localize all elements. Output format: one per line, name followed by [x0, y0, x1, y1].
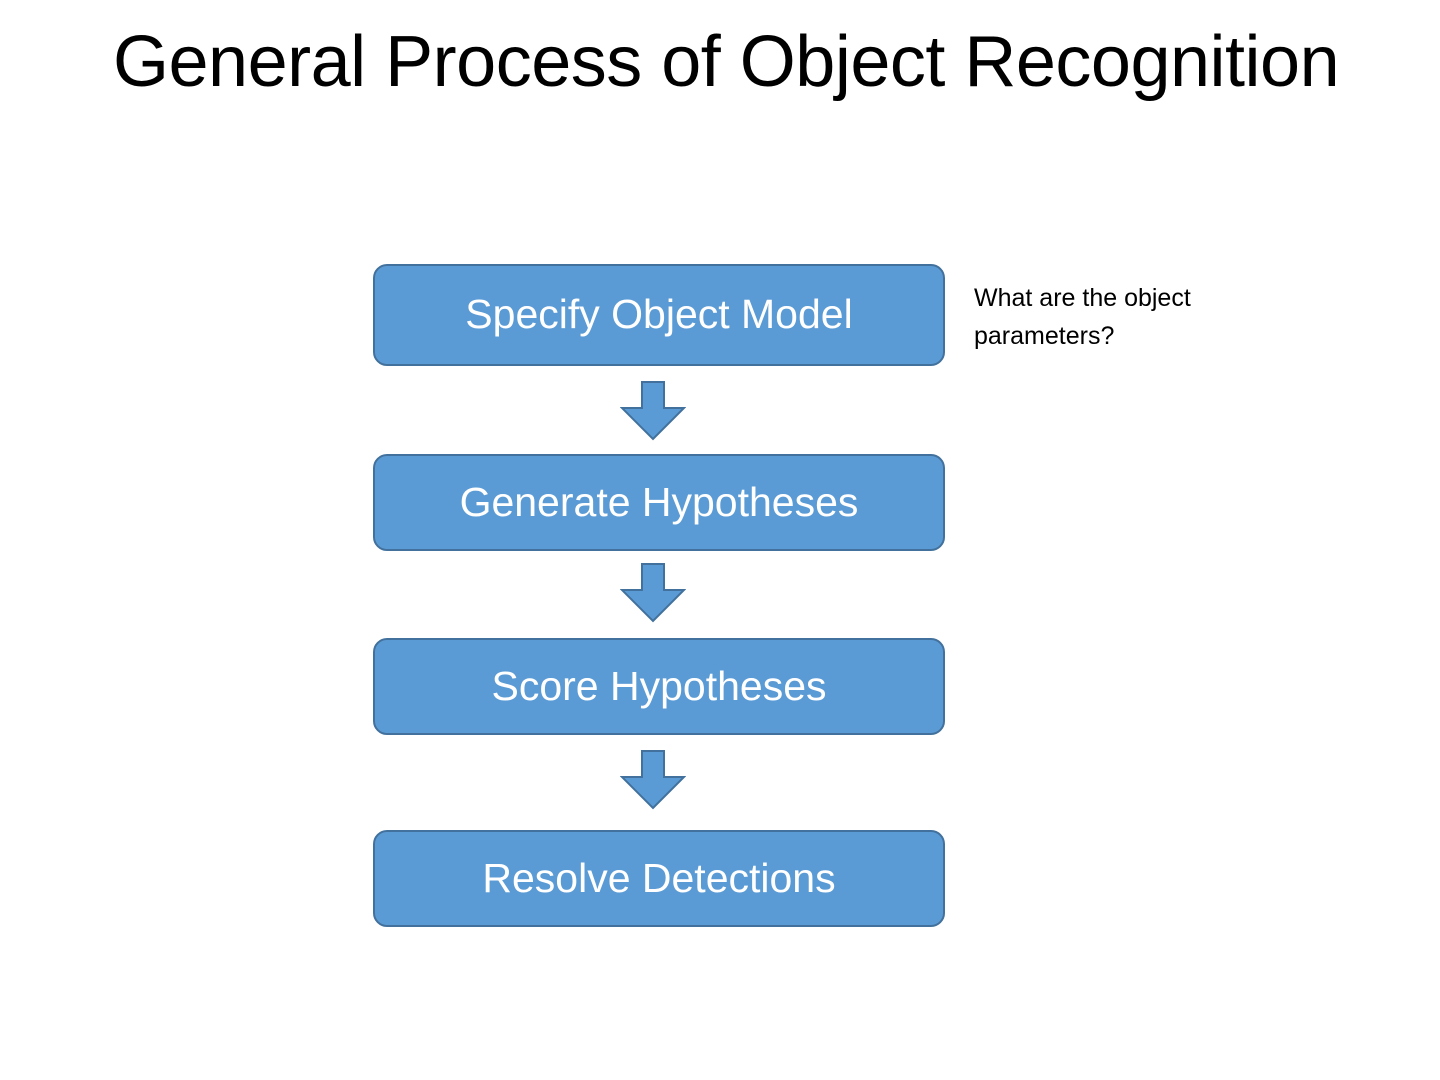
flow-step-label: Resolve Detections	[482, 854, 836, 901]
arrow-down-icon	[620, 563, 686, 623]
flow-step-label: Score Hypotheses	[491, 662, 827, 709]
annotation-object-parameters: What are the object parameters?	[974, 284, 1191, 350]
flow-step-generate-hypotheses[interactable]: Generate Hypotheses	[373, 454, 945, 551]
flow-step-score-hypotheses[interactable]: Score Hypotheses	[373, 638, 945, 735]
arrow-down-icon	[620, 750, 686, 810]
flow-step-specify-object-model[interactable]: Specify Object Model	[373, 264, 945, 366]
flow-step-resolve-detections[interactable]: Resolve Detections	[373, 830, 945, 927]
flow-step-label: Specify Object Model	[465, 291, 853, 338]
flow-step-label: Generate Hypotheses	[459, 478, 859, 525]
arrow-down-icon	[620, 381, 686, 441]
page-title: General Process of Object Recognition	[113, 22, 1340, 102]
